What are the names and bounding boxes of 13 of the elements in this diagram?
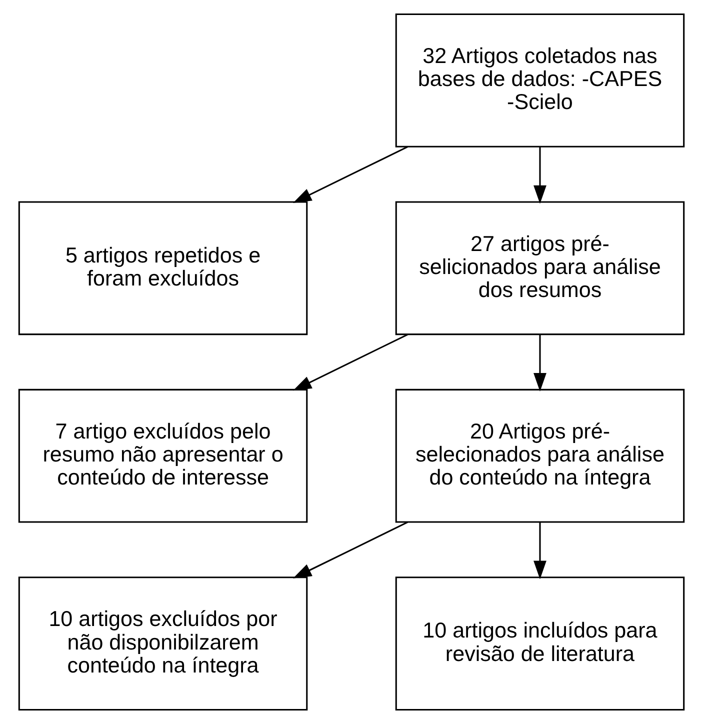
arrow	[292, 146, 408, 203]
arrow	[533, 334, 546, 392]
node-box: 27 artigos pré-selicionados para análise dos resumos	[394, 201, 684, 336]
arrow	[533, 147, 546, 204]
node-box: 5 artigos repetidos e foram excluídos	[18, 201, 308, 336]
node-box: 10 artigos incluídos para revisão de literatura	[394, 576, 684, 710]
node-box: 32 Artigos coletados nas bases de dados: -CAPES -Scielo	[394, 14, 684, 148]
arrow	[292, 522, 408, 578]
node-box: 20 Artigos pré-selecionados para análise do conteúdo na íntegra	[394, 388, 684, 523]
arrow	[533, 522, 546, 580]
node-box: 10 artigos excluídos por não disponibilzarem conteúdo na íntegra	[18, 576, 308, 710]
node-box: 7 artigo excluídos pelo resumo não apresentar o conteúdo de interesse	[18, 388, 308, 523]
arrow	[292, 334, 408, 391]
